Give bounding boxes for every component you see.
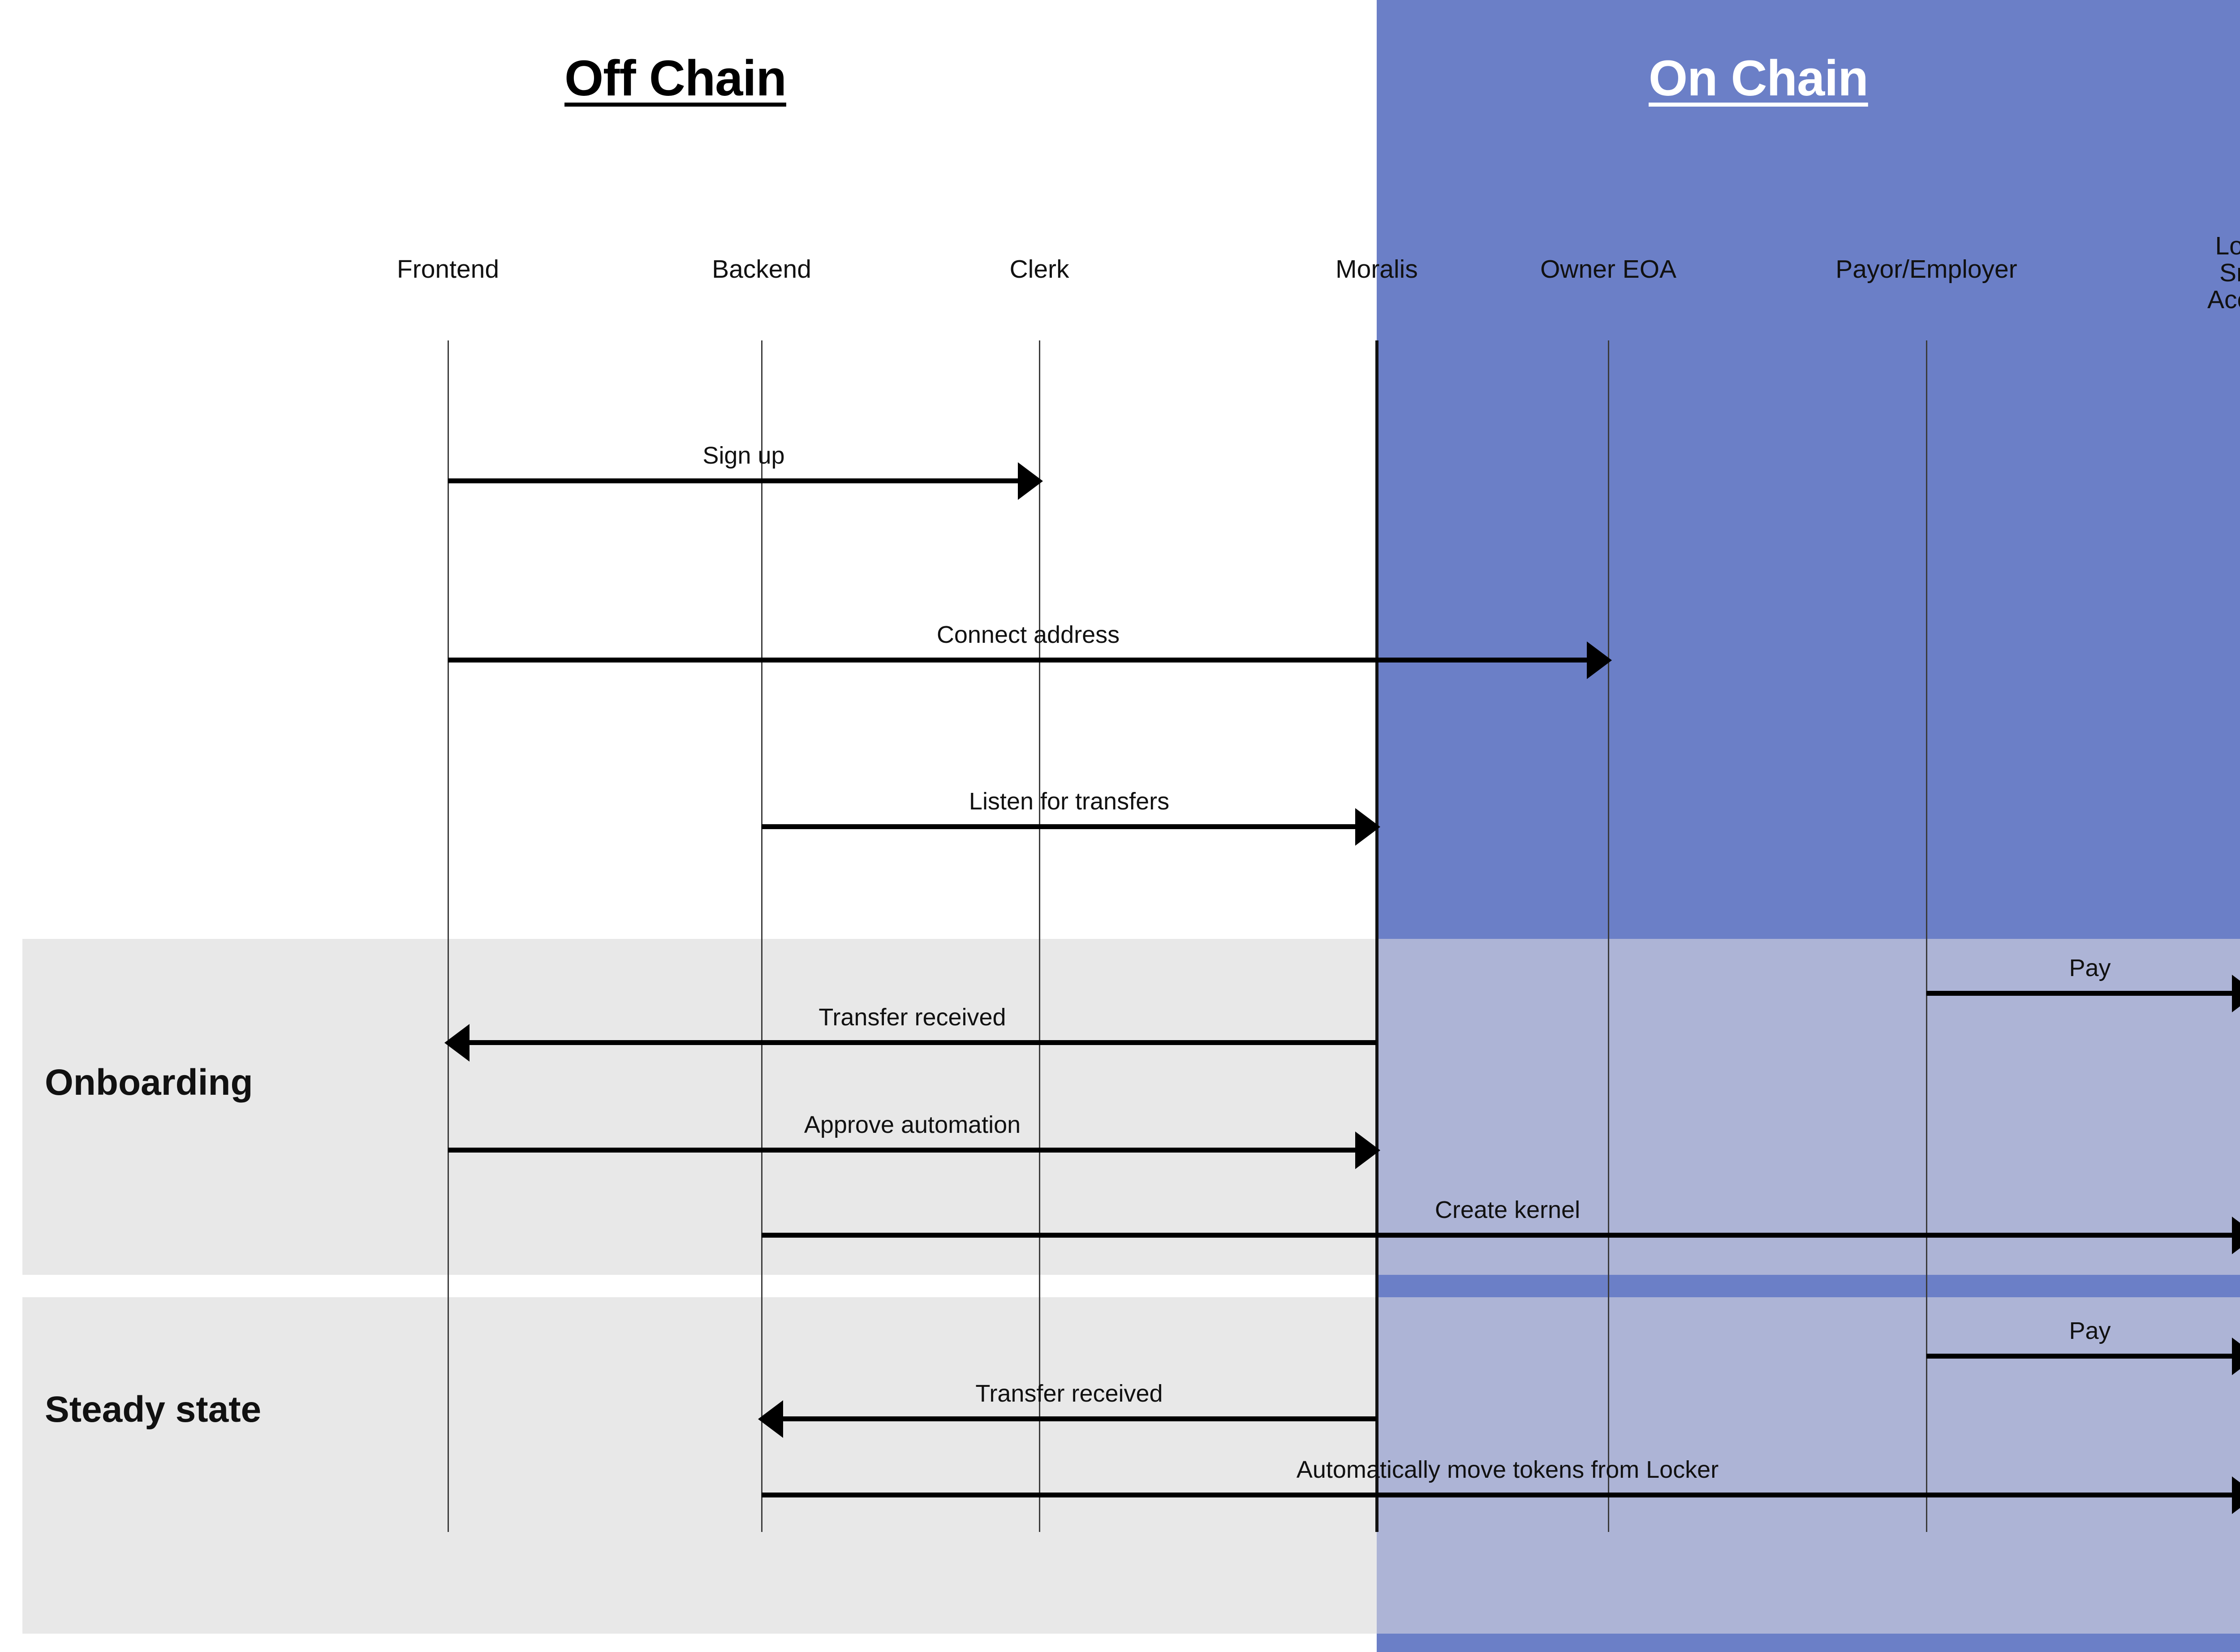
message-label-pay-onboarding: Pay xyxy=(2069,955,2111,981)
phase-label-onboarding: Onboarding xyxy=(45,1062,253,1103)
actor-header-locker: Locker Smart Account xyxy=(2207,232,2240,314)
message-label-listen-for-transfers: Listen for transfers xyxy=(969,788,1170,815)
message-label-create-kernel: Create kernel xyxy=(1434,1196,1581,1223)
phase-band-onchain-steady_state xyxy=(1377,1297,2240,1634)
phase-band-onchain-onboarding xyxy=(1377,939,2240,1275)
message-label-connect-address: Connect address xyxy=(936,621,1120,648)
lifeline-payor xyxy=(1926,340,1927,1532)
message-label-approve-automation: Approve automation xyxy=(804,1111,1021,1138)
phase-label-steady_state: Steady state xyxy=(45,1389,262,1430)
off-chain-title: Off Chain xyxy=(564,50,787,106)
arrowhead-icon-listen-for-transfers xyxy=(1355,808,1380,846)
message-shaft-transfer-received-2 xyxy=(762,1416,1377,1421)
actor-header-payor: Payor/Employer xyxy=(1835,255,2017,284)
arrowhead-icon-pay-steady xyxy=(2232,1338,2240,1375)
arrowhead-icon-move-tokens xyxy=(2232,1476,2240,1514)
message-label-move-tokens: Automatically move tokens from Locker xyxy=(1296,1456,1719,1483)
lifeline-backend xyxy=(761,340,762,1532)
message-shaft-connect-address xyxy=(448,658,1608,663)
message-shaft-create-kernel xyxy=(762,1233,2240,1238)
on-chain-title: On Chain xyxy=(1649,50,1869,106)
arrowhead-icon-approve-automation xyxy=(1355,1131,1380,1169)
message-shaft-pay-onboarding xyxy=(1926,991,2240,996)
message-label-pay-steady: Pay xyxy=(2069,1317,2111,1344)
actor-header-owner_eoa: Owner EOA xyxy=(1540,255,1677,284)
actor-header-moralis: Moralis xyxy=(1335,255,1418,284)
lifeline-moralis xyxy=(1375,340,1378,1532)
arrowhead-icon-sign-up xyxy=(1018,462,1043,500)
lifeline-clerk xyxy=(1039,340,1040,1532)
lifeline-frontend xyxy=(448,340,449,1532)
actor-header-clerk: Clerk xyxy=(1009,255,1069,284)
message-shaft-listen-for-transfers xyxy=(762,824,1377,829)
arrowhead-icon-pay-onboarding xyxy=(2232,975,2240,1012)
arrowhead-icon-transfer-received-1 xyxy=(444,1024,470,1062)
message-shaft-pay-steady xyxy=(1926,1354,2240,1359)
message-shaft-move-tokens xyxy=(762,1493,2240,1497)
arrowhead-icon-transfer-received-2 xyxy=(758,1400,783,1438)
actor-header-frontend: Frontend xyxy=(396,255,500,284)
message-label-sign-up: Sign up xyxy=(702,442,785,469)
arrowhead-icon-create-kernel xyxy=(2232,1217,2240,1254)
message-label-transfer-received-2: Transfer received xyxy=(975,1380,1163,1407)
arrowhead-icon-connect-address xyxy=(1587,641,1612,679)
message-shaft-approve-automation xyxy=(448,1148,1377,1153)
message-shaft-transfer-received-1 xyxy=(448,1040,1377,1045)
lifeline-owner_eoa xyxy=(1608,340,1609,1532)
message-label-transfer-received-1: Transfer received xyxy=(818,1004,1006,1031)
message-shaft-sign-up xyxy=(448,478,1039,483)
actor-header-backend: Backend xyxy=(712,255,811,284)
